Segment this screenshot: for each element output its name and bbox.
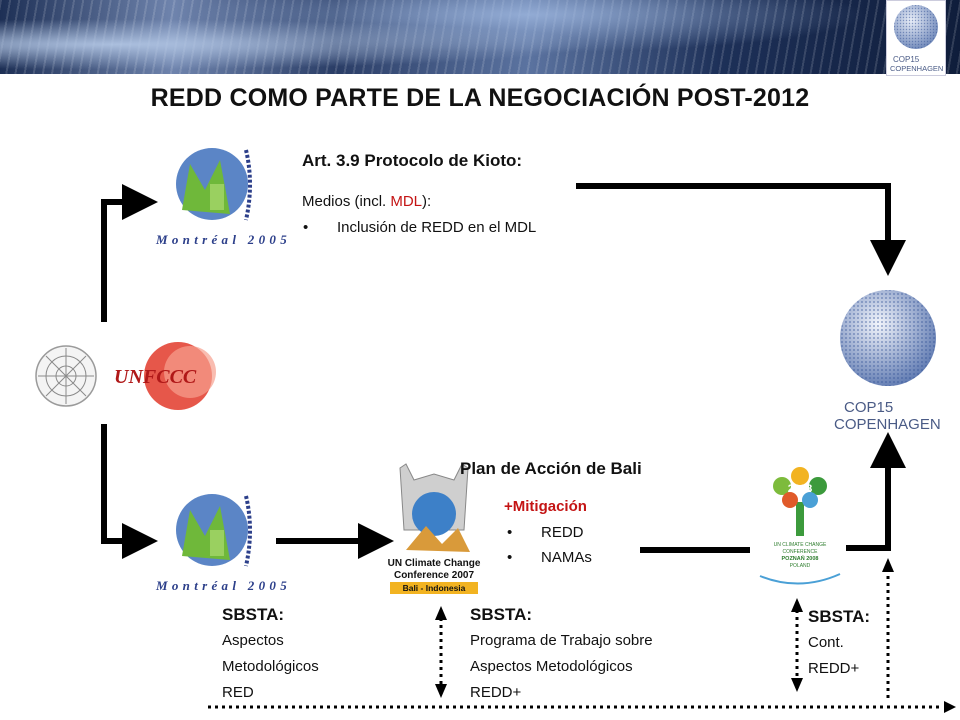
unfccc-logo: UNFCCC xyxy=(28,336,218,416)
header-banner xyxy=(0,0,960,74)
poznan-logo: 2008 UN CLIMATE CHANGE CONFERENCE POZNAŃ… xyxy=(752,462,848,592)
sbsta-2-line-2: Aspectos Metodológicos xyxy=(470,658,633,675)
copenhagen-logo-line1: COP15 xyxy=(844,399,893,416)
sbsta-1-line-3: RED xyxy=(222,684,254,701)
slide-title: REDD COMO PARTE DE LA NEGOCIACIÓN POST-2… xyxy=(150,84,810,112)
copenhagen-logo: COP15 COPENHAGEN xyxy=(832,288,960,438)
arrow-poznan-to-copenhagen xyxy=(846,432,906,551)
header-cop15-logo: COP15 COPENHAGEN xyxy=(886,0,946,76)
montreal-logo-top: Montréal 2005 xyxy=(150,140,290,252)
montreal-bottom-caption: Montréal 2005 xyxy=(156,578,291,593)
poznan-line2: CONFERENCE xyxy=(782,549,818,555)
bali-logo-line2: Conference 2007 xyxy=(394,570,474,581)
poznan-line1: UN CLIMATE CHANGE xyxy=(774,542,827,548)
montreal-top-caption: Montréal 2005 xyxy=(156,232,291,247)
header-logo-line1: COP15 xyxy=(893,55,920,64)
sbsta-2-heading: SBSTA: xyxy=(470,605,533,624)
sbsta-3-heading: SBSTA: xyxy=(808,607,871,626)
bali-logo-line1: UN Climate Change xyxy=(388,558,481,569)
sbsta-1-heading: SBSTA: xyxy=(222,605,285,624)
kyoto-medios: Medios (incl. MDL): xyxy=(302,191,431,213)
header-logo-line2: COPENHAGEN xyxy=(890,64,943,73)
copenhagen-logo-line2: COPENHAGEN xyxy=(834,416,941,433)
bali-bullet-1: REDD xyxy=(507,522,583,544)
kyoto-medios-mdl: MDL xyxy=(390,193,423,210)
sbsta-2-line-1: Programa de Trabajo sobre xyxy=(470,632,653,649)
kyoto-medios-prefix: Medios (incl. xyxy=(302,193,391,210)
bali-logo: UN Climate Change Conference 2007 Bali -… xyxy=(386,460,482,600)
montreal-logo-bottom: Montréal 2005 xyxy=(150,486,290,598)
poznan-line3: POZNAŃ 2008 xyxy=(782,554,819,562)
cop15-globe-icon: COP15 COPENHAGEN xyxy=(834,290,941,433)
arrow-kyoto-to-copenhagen xyxy=(576,183,906,276)
bali-heading: Plan de Acción de Bali xyxy=(460,459,642,478)
bali-bullet-2: NAMAs xyxy=(507,547,592,569)
kyoto-heading: Art. 3.9 Protocolo de Kioto: xyxy=(302,151,523,170)
arrow-unfccc-to-montreal-top xyxy=(101,184,158,322)
sbsta-1-line-1: Aspectos xyxy=(222,632,284,649)
poznan-line4: POLAND xyxy=(790,563,811,569)
dotted-timeline-head xyxy=(944,701,956,713)
montreal-2005-logo-icon xyxy=(176,494,252,567)
montreal-2005-logo-icon xyxy=(176,148,252,221)
kyoto-medios-suffix: ): xyxy=(422,193,432,210)
bali-sub-heading: +Mitigación xyxy=(504,498,587,515)
poznan-year: 2008 xyxy=(788,483,812,495)
cop15-globe-icon: COP15 COPENHAGEN xyxy=(890,5,943,73)
bali-logo-graphic: UN Climate Change Conference 2007 Bali -… xyxy=(388,463,481,596)
sbsta-3-line-1: Cont. xyxy=(808,634,844,651)
kyoto-bullet: Inclusión de REDD en el MDL xyxy=(303,217,536,239)
poznan-tree-icon: 2008 UN CLIMATE CHANGE CONFERENCE POZNAŃ… xyxy=(759,467,841,585)
sbsta-3-line-2: REDD+ xyxy=(808,660,860,677)
bali-logo-line3: Bali - Indonesia xyxy=(403,583,466,593)
sbsta-1-line-2: Metodológicos xyxy=(222,658,319,675)
unfccc-text: UNFCCC xyxy=(114,366,197,388)
un-emblem-icon: UNFCCC xyxy=(35,342,216,410)
sbsta-2-line-3: REDD+ xyxy=(470,684,522,701)
arrow-unfccc-to-montreal-bottom xyxy=(101,424,158,559)
